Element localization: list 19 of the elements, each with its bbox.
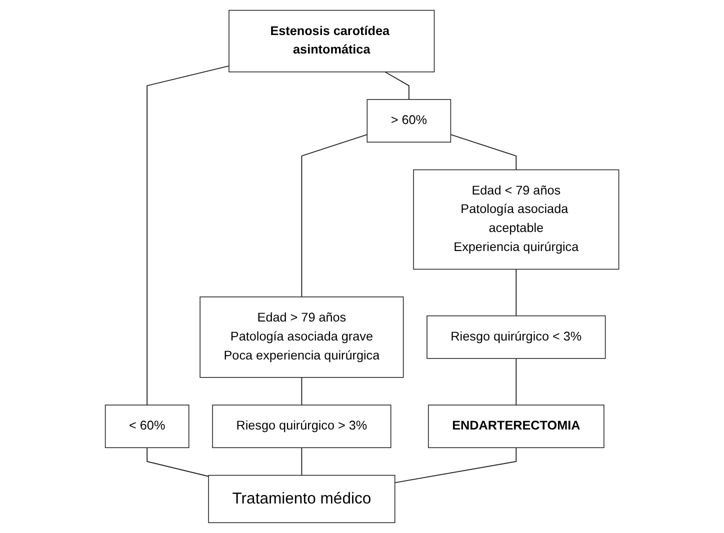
connector	[516, 268, 517, 316]
connector	[450, 134, 517, 170]
connector	[146, 65, 230, 406]
node-box: < 60%	[104, 404, 190, 448]
node-box: > 60%	[366, 99, 452, 143]
connector	[301, 134, 368, 298]
node-box: Edad > 79 años Patología asociada grave Poca experiencia quirúrgica	[200, 296, 404, 378]
connector	[384, 71, 410, 100]
connector	[146, 447, 209, 477]
connector	[301, 376, 302, 406]
connector	[301, 447, 302, 476]
node-box: ENDARTERECTOMIA	[428, 404, 604, 448]
node-box: Estenosis carotídea asintomática	[228, 10, 435, 72]
connector	[516, 358, 517, 406]
node-box: Tratamiento médico	[208, 474, 396, 524]
node-box: Riesgo quirúrgico > 3%	[212, 404, 392, 448]
connector	[394, 447, 517, 484]
node-box: Riesgo quirúrgico < 3%	[426, 315, 606, 359]
node-box: Edad < 79 años Patología asociada aceptable Experiencia quirúrgica	[413, 169, 620, 270]
